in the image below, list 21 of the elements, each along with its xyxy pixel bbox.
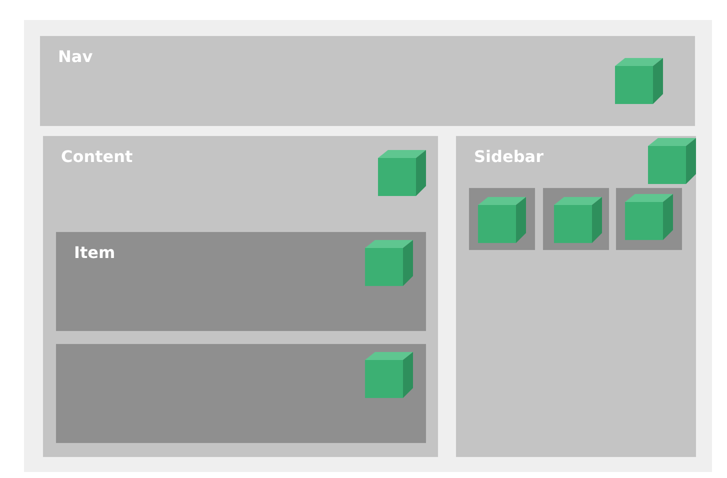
panel-background	[543, 188, 609, 250]
container-panel	[40, 36, 695, 126]
cube-icon	[648, 138, 696, 184]
cube-icon	[365, 240, 413, 286]
panel-background	[24, 20, 712, 472]
panel-background	[469, 188, 535, 250]
container-panel	[56, 232, 426, 331]
panel-background	[616, 188, 682, 250]
panel-title: Content	[61, 147, 133, 166]
cube-icon	[365, 352, 413, 398]
container-panel	[456, 136, 696, 457]
cube-icon	[615, 58, 663, 104]
panel-title: Nav	[58, 47, 93, 66]
container-panel	[43, 136, 438, 457]
cube-icon	[554, 197, 602, 243]
panel-background	[56, 344, 426, 443]
cube-icon	[378, 150, 426, 196]
cube-icon	[625, 194, 673, 240]
cube-icon	[478, 197, 526, 243]
panel-title: Sidebar	[474, 147, 544, 166]
panel-title: Item	[74, 243, 116, 262]
